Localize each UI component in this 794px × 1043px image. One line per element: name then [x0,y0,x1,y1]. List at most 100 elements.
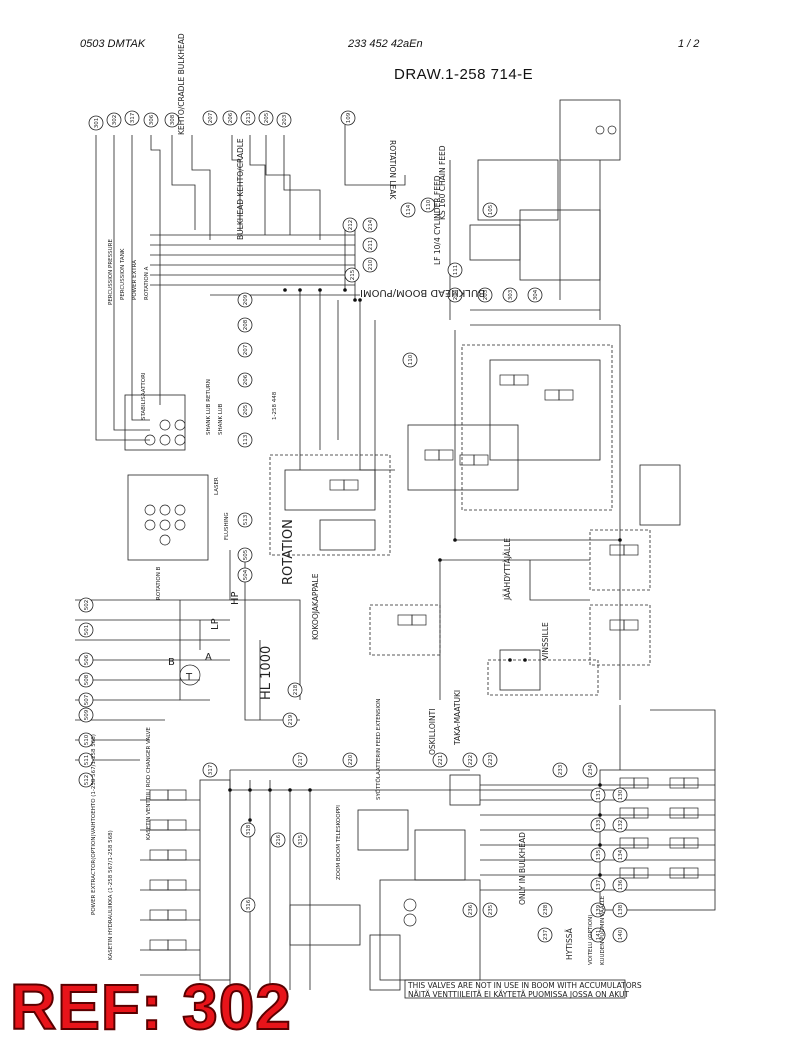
part-number-label: 114 [406,204,412,215]
label-bulkhead-boom: BULKHEAD BOOM/PUOMI [360,287,485,298]
reference-stamp: REF: 302 [9,971,292,1043]
part-number-bubble [537,902,553,918]
label-percussion-tank: PERCUSSION TANK [120,248,126,300]
part-number-bubble [78,622,94,638]
part-number-label: 222 [468,755,474,766]
part-number-bubble [78,772,94,788]
part-number-label: 138 [618,904,624,915]
drawing-number: DRAW.1-258 714-E [394,66,534,83]
part-number-label: 207 [208,112,214,123]
part-number-label: 139 [596,904,602,915]
label-power-extractor: POWER EXTRACTOR(OPTION)VAIHTOEHTO (1-258… [91,734,97,915]
header-document-number: 233 452 42aEn [348,38,423,50]
part-number-label: 137 [596,879,602,890]
part-number-label: 110 [426,199,432,210]
part-number-label: 234 [588,764,594,775]
part-number-bubble [237,372,253,388]
label-voitelu: VOITELU (OPTION) [588,915,594,965]
part-number-label: 233 [558,764,564,775]
part-number-label: 508 [84,674,90,685]
label-cylinder-feed: LF 10/4 CYLINDER FEED [433,175,442,265]
label-rotation-a: ROTATION A [144,266,150,300]
header-page-number: 1 / 2 [678,38,700,50]
part-number-label: 218 [293,684,299,695]
part-number-bubble [258,110,274,126]
part-number-label: 214 [368,219,374,230]
part-number-label: 302 [112,115,118,126]
part-number-bubble [342,752,358,768]
part-number-label: 512 [84,775,90,786]
part-number-bubble [612,787,628,803]
label-rotation: ROTATION [281,519,296,585]
part-number-label: 235 [488,904,494,915]
part-number-label: 510 [84,734,90,745]
part-number-bubble [362,237,378,253]
part-number-bubble [282,712,298,728]
part-number-label: 211 [368,240,374,251]
part-number-bubble [237,567,253,583]
part-number-label: 213 [246,112,252,123]
part-number-label: 513 [243,514,249,525]
label-percussion-pressure: PERCUSSION PRESSURE [108,239,114,305]
part-number-bubble [106,112,122,128]
part-number-label: 135 [596,849,602,860]
part-number-bubble [362,257,378,273]
part-number-label: 206 [228,112,234,123]
part-number-label: 303 [508,289,514,300]
part-number-bubble [240,822,256,838]
label-shank-lub: SHANK LUB [218,403,224,435]
part-number-label: 223 [488,754,494,765]
label-kasetin-hydrauliikka: KASETIN HYDRAULIIKKA (1-258 567/1-258 56… [108,830,114,960]
part-number-label: 506 [84,654,90,665]
part-number-label: 504 [243,569,249,580]
part-number-bubble [292,832,308,848]
label-t: T [185,672,193,683]
part-number-label: 219 [288,714,294,725]
part-number-label: 208 [243,319,249,330]
part-number-label: 318 [246,824,252,835]
part-number-bubble [612,817,628,833]
part-number-bubble [537,927,553,943]
header-left-code: 0503 DMTAK [80,38,146,50]
part-number-label: 140 [618,929,624,940]
label-feed-extension: SYÖTTÖLAATTERIN FEED EXTENSION [375,699,382,800]
part-number-bubble [237,432,253,448]
label-rotation-leak: ROTATION LEAK [388,140,397,200]
part-number-bubble [482,752,498,768]
part-number-label: 109 [346,112,352,123]
part-number-label: 236 [468,904,474,915]
part-number-bubble [240,110,256,126]
part-number-label: 502 [84,600,90,611]
part-number-label: 315 [298,834,304,845]
part-number-label: 204 [453,289,459,300]
label-zoom-boom: ZOOM BOOM TELESKOOPPI [336,805,342,880]
part-number-label: 308 [170,114,176,125]
label-flushing: FLUSHING [224,512,230,540]
label-kokoojakappale: KOKOOJAKAPPALE [311,573,320,640]
label-jaahdyttajalle: JÄÄHDYTTÄJÄLLE [503,538,512,601]
label-chain-feed: KS 160 CHAIN FEED [438,145,447,220]
part-number-bubble [612,877,628,893]
label-takamaatuki: TAKA-MAATUKI [453,690,462,746]
part-number-label: 220 [348,754,354,765]
part-number-bubble [477,287,493,303]
part-number-label: 203 [282,114,288,125]
part-number-bubble [78,732,94,748]
part-number-label: 509 [84,709,90,720]
part-number-label: 212 [348,220,354,231]
part-number-bubble [88,115,104,131]
part-number-bubble [237,547,253,563]
part-number-bubble [237,402,253,418]
part-number-bubble [340,110,356,126]
part-number-label: 221 [438,755,444,766]
note-english: THIS VALVES ARE NOT IN USE IN BOOM WITH … [407,981,642,990]
part-number-bubble [420,197,436,213]
part-number-label: 501 [84,625,90,636]
label-vinssille: VINSSILLE [541,622,550,660]
part-number-bubble [342,217,358,233]
part-number-bubble [400,202,416,218]
